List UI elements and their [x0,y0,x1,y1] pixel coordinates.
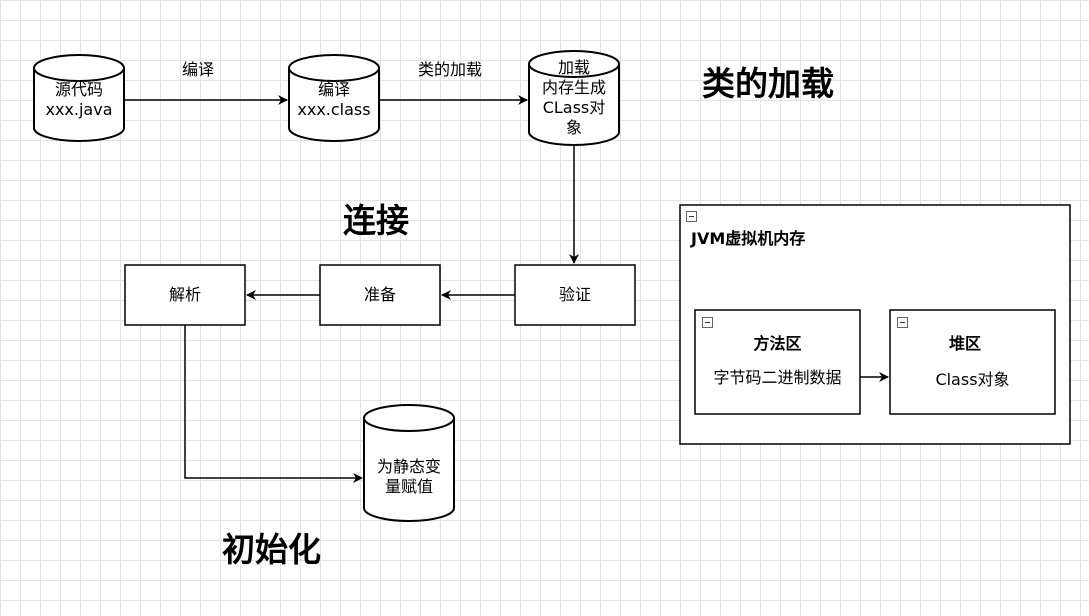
method-area-content: 字节码二进制数据 [713,368,842,387]
heap-title: 堆区 [948,334,981,353]
title-class-loading: 类的加载 [702,64,834,103]
method-area-title: 方法区 [753,334,802,353]
compiled-class-label: 编译 xxx.class [289,78,379,122]
init-static-label: 为静态变 量赋值 [364,455,454,499]
loaded-line2: 内存生成 [541,78,606,97]
heap-content: Class对象 [935,370,1010,389]
compile-edge-label: 编译 [182,60,215,79]
method-area-box[interactable] [694,309,861,415]
title-linking: 连接 [343,201,409,240]
method-area-collapse-icon[interactable] [702,317,713,328]
class-loading-edge-label: 类的加载 [418,60,483,79]
loaded-class-label: 加载 内存生成 CLass对 象 [529,56,619,140]
compiled-line2: xxx.class [297,100,371,119]
loaded-line3: CLass对 [542,98,606,117]
init-static-line1: 为静态变 [376,457,441,476]
jvm-memory-title: JVM虚拟机内存 [691,229,806,248]
prepare-label: 准备 [363,285,396,304]
verify-box[interactable] [514,264,636,326]
source-code-label: 源代码 xxx.java [34,78,124,122]
resolve-label: 解析 [168,285,201,304]
init-static-line2: 量赋值 [384,477,433,496]
loaded-line4: 象 [565,118,582,137]
init-static-cylinder[interactable] [363,404,455,522]
resolve-box[interactable] [124,264,246,326]
title-initialization: 初始化 [222,530,321,569]
loaded-class-cylinder[interactable] [528,50,620,146]
loaded-line1: 加载 [557,58,590,77]
jvm-collapse-icon[interactable] [686,211,697,222]
verify-label: 验证 [558,285,591,304]
compiled-class-cylinder[interactable] [288,54,380,142]
source-code-line1: 源代码 [54,80,103,99]
heap-box[interactable] [889,309,1056,415]
heap-collapse-icon[interactable] [897,317,908,328]
compiled-line1: 编译 [317,80,350,99]
edge-resolve-to-init [184,325,363,483]
source-code-cylinder[interactable] [33,54,125,142]
source-code-line2: xxx.java [45,100,113,119]
